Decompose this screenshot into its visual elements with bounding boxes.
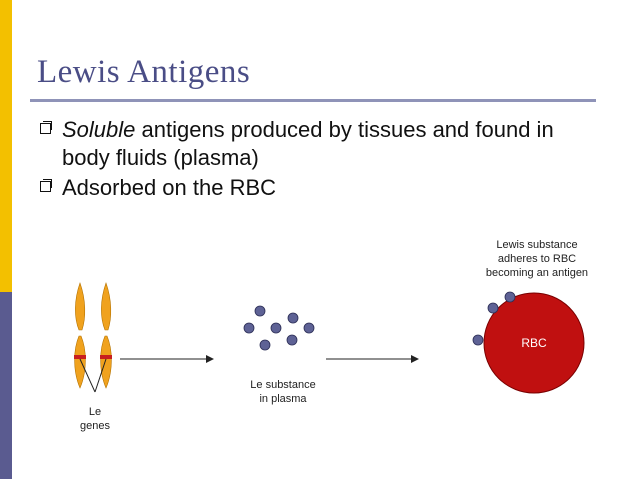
gene-pointer-line bbox=[79, 358, 96, 393]
chromosome-right bbox=[100, 282, 112, 389]
rbc-cell bbox=[483, 292, 585, 394]
title-divider bbox=[30, 99, 596, 102]
molecule-dot bbox=[286, 334, 298, 346]
gene-band bbox=[100, 355, 112, 359]
molecule-dot bbox=[303, 322, 315, 334]
molecule-dot bbox=[254, 305, 266, 317]
molecule-dot bbox=[487, 302, 499, 314]
bullet-emphasis: Soluble bbox=[62, 117, 136, 142]
substance-label: Le substance in plasma bbox=[228, 378, 338, 406]
gene-pointer-line bbox=[94, 358, 107, 393]
molecule-dot bbox=[472, 334, 484, 346]
plasma-molecules bbox=[243, 305, 315, 351]
substance-label-line: Le substance bbox=[250, 379, 316, 391]
genes-label-line: genes bbox=[80, 420, 110, 432]
left-accent-bar-bottom bbox=[0, 292, 12, 479]
left-accent-bar bbox=[0, 0, 12, 479]
adheres-label: Lewis substance adheres to RBC becoming … bbox=[462, 238, 612, 280]
molecule-dot bbox=[504, 291, 516, 303]
left-accent-bar-top bbox=[0, 0, 12, 292]
molecule-dot bbox=[287, 312, 299, 324]
chromosome-left bbox=[74, 282, 86, 389]
bullet-text: Adsorbed on the RBC bbox=[62, 175, 277, 200]
bullet-item-soluble: Soluble antigens produced by tissues and… bbox=[38, 116, 598, 172]
rbc-label: RBC bbox=[521, 336, 547, 350]
genes-label: Le genes bbox=[66, 405, 124, 433]
slide-title: Lewis Antigens bbox=[37, 54, 251, 90]
gene-band bbox=[74, 355, 86, 359]
substance-label-line: in plasma bbox=[259, 393, 307, 405]
bullet-square-icon bbox=[40, 121, 52, 134]
bullet-square-icon bbox=[40, 179, 52, 192]
adheres-label-line: Lewis substance bbox=[496, 239, 578, 251]
bullet-text: antigens produced by tissues and found i… bbox=[62, 117, 554, 170]
genes-label-line: Le bbox=[88, 406, 102, 418]
molecule-dot bbox=[243, 322, 255, 334]
adheres-label-line: adheres to RBC bbox=[497, 253, 577, 265]
bullet-list: Soluble antigens produced by tissues and… bbox=[38, 116, 598, 204]
rbc-attached-molecules bbox=[472, 291, 516, 346]
adheres-label-line: becoming an antigen bbox=[485, 267, 589, 279]
molecule-dot bbox=[259, 339, 271, 351]
molecule-dot bbox=[270, 322, 282, 334]
bullet-item-adsorbed: Adsorbed on the RBC bbox=[38, 174, 598, 202]
